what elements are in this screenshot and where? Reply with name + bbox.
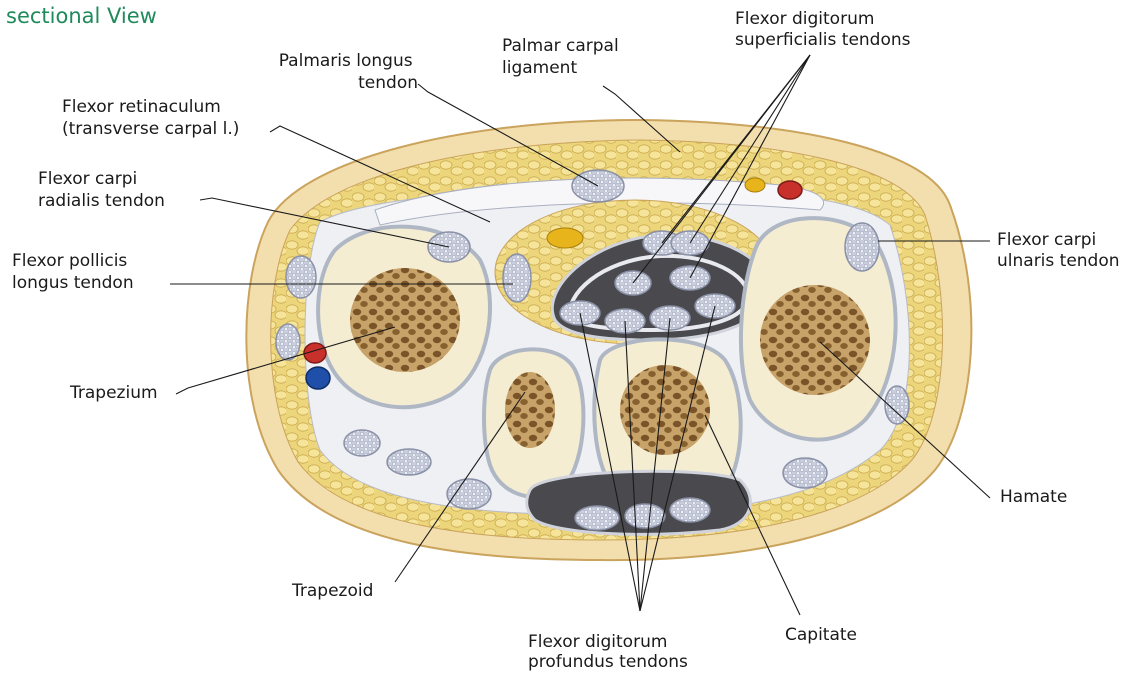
extensor-tendon-3 <box>344 430 380 456</box>
extensor-tendon-7 <box>625 504 665 528</box>
label-trapezium: Trapezium <box>69 383 158 403</box>
extensor-tendon-4 <box>387 449 431 475</box>
ulnar-artery <box>778 181 802 199</box>
extensor-tendon-1 <box>286 256 316 298</box>
label-fcr-tendon: Flexor carpi radialis tendon <box>38 169 165 211</box>
label-fdp-tendons: Flexor digitorum profundus tendons <box>528 632 688 672</box>
label-palmaris-longus: Palmaris longus tendon <box>279 51 418 93</box>
label-flexor-retinaculum: Flexor retinaculum (transverse carpal l.… <box>62 97 239 139</box>
radial-vein <box>306 367 330 389</box>
extensor-tendon-5 <box>447 479 491 509</box>
extensor-tendon-6 <box>575 506 619 530</box>
label-hamate: Hamate <box>1000 487 1067 507</box>
label-fds-tendons: Flexor digitorum superficialis tendons <box>735 9 911 50</box>
label-trapezoid: Trapezoid <box>291 581 373 601</box>
section-heading: sectional View <box>6 4 157 28</box>
label-capitate: Capitate <box>785 625 857 645</box>
extensor-tendon-2 <box>276 324 300 360</box>
label-fcu-tendon: Flexor carpi ulnaris tendon <box>997 230 1120 271</box>
label-palmar-carpal-ligament: Palmar carpal ligament <box>502 36 624 78</box>
fcu-tendon <box>845 223 879 271</box>
label-fpl-tendon: Flexor pollicis longus tendon <box>12 251 134 293</box>
extensor-tendon-9 <box>783 458 827 488</box>
trapezoid-bone <box>484 349 583 497</box>
median-nerve <box>547 228 583 248</box>
ulnar-nerve <box>745 178 765 192</box>
fpl-tendon <box>503 254 531 302</box>
extensor-tendon-8 <box>670 498 710 522</box>
